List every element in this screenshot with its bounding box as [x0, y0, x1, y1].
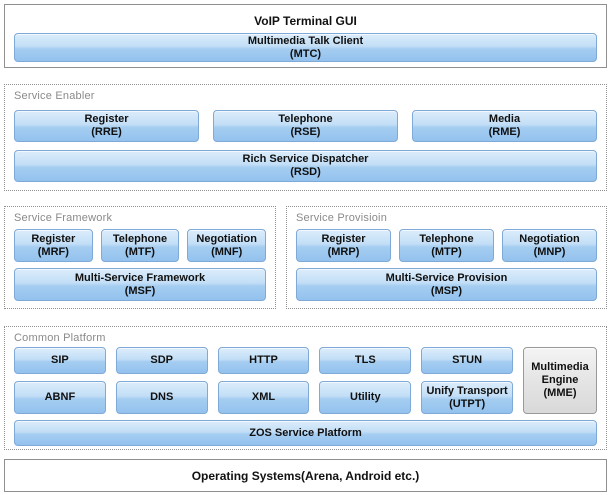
block-abbr: (MTC) — [289, 47, 322, 60]
telephone-mtf-block: Telephone (MTF) — [100, 229, 180, 262]
multi-service-framework-block: Multi-Service Framework (MSF) — [14, 268, 266, 301]
register-mrf-block: Register (MRF) — [14, 229, 93, 262]
service-framework-label: Service Framework — [14, 212, 113, 224]
xml-block: XML — [217, 381, 310, 414]
block-abbr: (UTPT) — [449, 397, 486, 410]
common-platform-grid: SIP SDP HTTP TLS STUN Multimedia Engine … — [14, 347, 597, 414]
multimedia-engine-block: Multimedia Engine (MME) — [523, 347, 597, 414]
stun-block: STUN — [421, 347, 513, 374]
sdp-block: SDP — [115, 347, 208, 374]
service-provision-panel: Service Provisioin Register (MRP) Teleph… — [286, 206, 607, 309]
http-block: HTTP — [217, 347, 310, 374]
block-name: Multi-Service Provision — [385, 271, 508, 284]
block-abbr: (MTP) — [431, 245, 462, 258]
voip-terminal-gui-title: VoIP Terminal GUI — [254, 14, 357, 28]
service-enabler-row: Register (RRE) Telephone (RSE) Media (RM… — [14, 110, 597, 142]
block-abbr: (RSD) — [290, 166, 321, 178]
block-abbr: (MRF) — [37, 245, 69, 258]
block-abbr: (MTF) — [125, 245, 155, 258]
block-name: Telephone — [278, 113, 333, 125]
block-name: Telephone — [419, 232, 474, 245]
block-abbr: (MME) — [543, 387, 577, 399]
service-provision-label: Service Provisioin — [296, 212, 388, 224]
block-name: Register — [321, 232, 366, 245]
telephone-rse-block: Telephone (RSE) — [213, 110, 398, 142]
block-name: Register — [84, 113, 129, 125]
rich-service-dispatcher-block: Rich Service Dispatcher (RSD) — [14, 150, 597, 182]
common-platform-panel: Common Platform SIP SDP HTTP TLS STUN Mu… — [4, 326, 607, 450]
service-enabler-panel: Service Enabler Register (RRE) Telephone… — [4, 84, 607, 191]
unify-transport-block: Unify Transport (UTPT) — [421, 381, 513, 414]
block-abbr: (RRE) — [91, 126, 122, 138]
service-enabler-label: Service Enabler — [14, 90, 95, 102]
block-name: Telephone — [112, 232, 168, 245]
block-abbr: (MSP) — [430, 284, 463, 297]
negotiation-mnp-block: Negotiation (MNP) — [502, 229, 597, 262]
block-abbr: (RSE) — [290, 126, 321, 138]
multimedia-talk-client-block: Multimedia Talk Client (MTC) — [14, 33, 597, 62]
voip-terminal-gui-panel: VoIP Terminal GUI Multimedia Talk Client… — [4, 4, 607, 68]
negotiation-mnf-block: Negotiation (MNF) — [187, 229, 267, 262]
abnf-block: ABNF — [14, 381, 106, 414]
block-name: Negotiation — [196, 232, 257, 245]
block-name: Unify Transport — [426, 384, 508, 397]
block-abbr: (RME) — [488, 126, 521, 138]
telephone-mtp-block: Telephone (MTP) — [399, 229, 494, 262]
block-abbr: (MSF) — [124, 284, 156, 297]
multi-service-provision-block: Multi-Service Provision (MSP) — [296, 268, 597, 301]
block-name: Register — [31, 232, 76, 245]
tls-block: TLS — [319, 347, 412, 374]
block-name: Multimedia Engine — [531, 361, 589, 386]
service-provision-row: Register (MRP) Telephone (MTP) Negotiati… — [296, 229, 597, 262]
zos-service-platform-block: ZOS Service Platform — [14, 420, 597, 446]
common-platform-label: Common Platform — [14, 332, 106, 344]
operating-systems-panel: Operating Systems(Arena, Android etc.) — [4, 459, 607, 492]
utility-block: Utility — [319, 381, 412, 414]
service-framework-panel: Service Framework Register (MRF) Telepho… — [4, 206, 276, 309]
block-name: Media — [488, 113, 521, 125]
block-name: Multi-Service Framework — [74, 271, 206, 284]
block-name: Rich Service Dispatcher — [242, 153, 369, 165]
block-name: Negotiation — [519, 232, 580, 245]
register-rre-block: Register (RRE) — [14, 110, 199, 142]
operating-systems-label: Operating Systems(Arena, Android etc.) — [191, 468, 420, 483]
block-abbr: (MRP) — [327, 245, 360, 258]
register-mrp-block: Register (MRP) — [296, 229, 391, 262]
block-abbr: (MNP) — [533, 245, 566, 258]
sip-block: SIP — [14, 347, 106, 374]
media-rme-block: Media (RME) — [412, 110, 597, 142]
service-framework-row: Register (MRF) Telephone (MTF) Negotiati… — [14, 229, 267, 262]
block-name: Multimedia Talk Client — [247, 34, 364, 47]
dns-block: DNS — [115, 381, 208, 414]
block-abbr: (MNF) — [211, 245, 243, 258]
